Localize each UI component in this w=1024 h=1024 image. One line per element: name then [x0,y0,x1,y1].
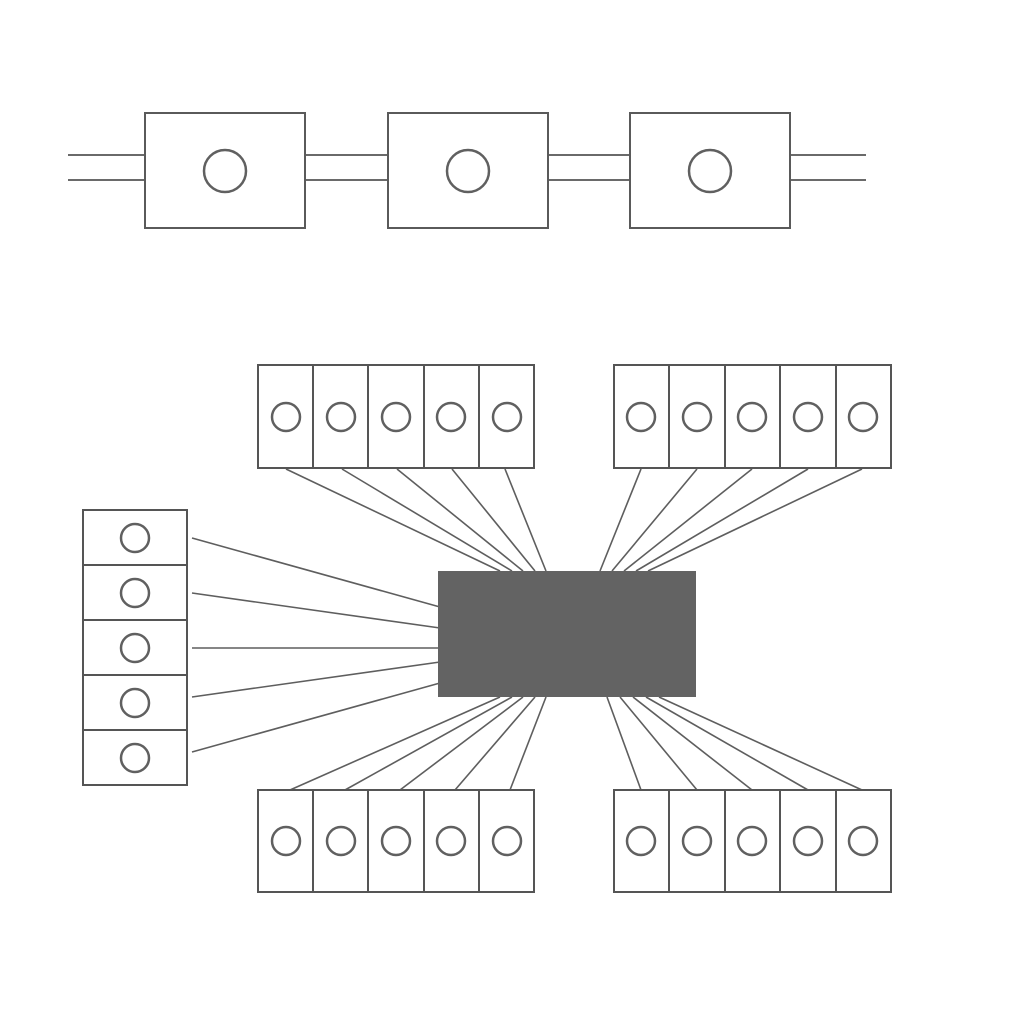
bank-cell [423,364,480,469]
bank-cell [82,564,188,621]
lead-top-left-1 [285,468,501,572]
lead-left-5 [191,682,441,753]
lead-top-right-3 [623,468,753,572]
lead-bottom-right-4 [645,696,809,791]
lead-bottom-right-3 [632,696,753,791]
bank-cell [257,789,314,893]
bank-cell [779,789,837,893]
circle-lens-icon [847,401,879,433]
bank-cell [668,789,726,893]
bank-cell [82,674,188,731]
circle-lens-icon [687,148,733,194]
chain-module-2 [387,112,549,229]
circle-lens-icon [119,687,151,719]
lead-bottom-left-5 [509,696,547,791]
bank-cell [82,509,188,566]
bank-cell [312,789,369,893]
bank-cell [668,364,726,469]
lead-bottom-left-2 [344,696,513,791]
hub-leads [191,468,863,791]
circle-lens-icon [380,401,412,433]
lead-bottom-right-5 [658,696,863,791]
chain-module-1 [144,112,306,229]
bank-cell [367,364,425,469]
circle-lens-icon [792,825,824,857]
circle-lens-icon [202,148,248,194]
chain-module-3 [629,112,791,229]
bank-cell [478,364,535,469]
lead-top-right-4 [635,468,809,572]
circle-lens-icon [445,148,491,194]
circle-lens-icon [625,825,657,857]
circle-lens-icon [435,825,467,857]
circle-lens-icon [792,401,824,433]
bank-cell [835,789,892,893]
bank-cell [423,789,480,893]
bank-left [82,509,188,786]
bank-cell [613,789,670,893]
circle-lens-icon [119,742,151,774]
circle-lens-icon [119,632,151,664]
lead-top-right-2 [611,468,698,572]
bank-bottom-left [257,789,535,893]
bank-cell [835,364,892,469]
circle-lens-icon [491,825,523,857]
bank-top-right [613,364,892,469]
circle-lens-icon [736,825,768,857]
controller-block-icon [438,571,696,697]
lead-top-left-5 [504,468,547,572]
circle-lens-icon [325,401,357,433]
bank-cell [724,364,781,469]
chain-wires [68,154,866,181]
module-chain [68,112,866,229]
circle-lens-icon [270,825,302,857]
circle-lens-icon [625,401,657,433]
lead-bottom-right-2 [619,696,698,791]
star-topology [82,364,892,893]
lead-bottom-left-4 [454,696,536,791]
lead-top-right-5 [647,468,863,572]
bank-cell [82,729,188,786]
bank-bottom-right [613,789,892,893]
bank-cell [724,789,781,893]
lead-top-left-2 [341,468,513,572]
bank-top-left [257,364,535,469]
lead-top-left-3 [396,468,524,572]
circle-lens-icon [435,401,467,433]
bank-cell [478,789,535,893]
circle-lens-icon [681,401,713,433]
circle-lens-icon [270,401,302,433]
bank-cell [367,789,425,893]
circle-lens-icon [847,825,879,857]
bank-cell [257,364,314,469]
circle-lens-icon [681,825,713,857]
lead-bottom-right-1 [606,696,642,791]
circle-lens-icon [380,825,412,857]
circle-lens-icon [119,577,151,609]
lead-left-4 [191,661,441,698]
lead-bottom-left-3 [399,696,524,791]
bank-cell [779,364,837,469]
circle-lens-icon [736,401,768,433]
bank-cell [613,364,670,469]
bank-cell [312,364,369,469]
circle-lens-icon [491,401,523,433]
circle-lens-icon [325,825,357,857]
lead-left-2 [191,592,441,629]
lead-left-1 [191,537,441,608]
bank-cell [82,619,188,676]
circle-lens-icon [119,522,151,554]
lead-bottom-left-1 [289,696,501,791]
lead-top-right-1 [599,468,642,572]
lead-top-left-4 [451,468,536,572]
